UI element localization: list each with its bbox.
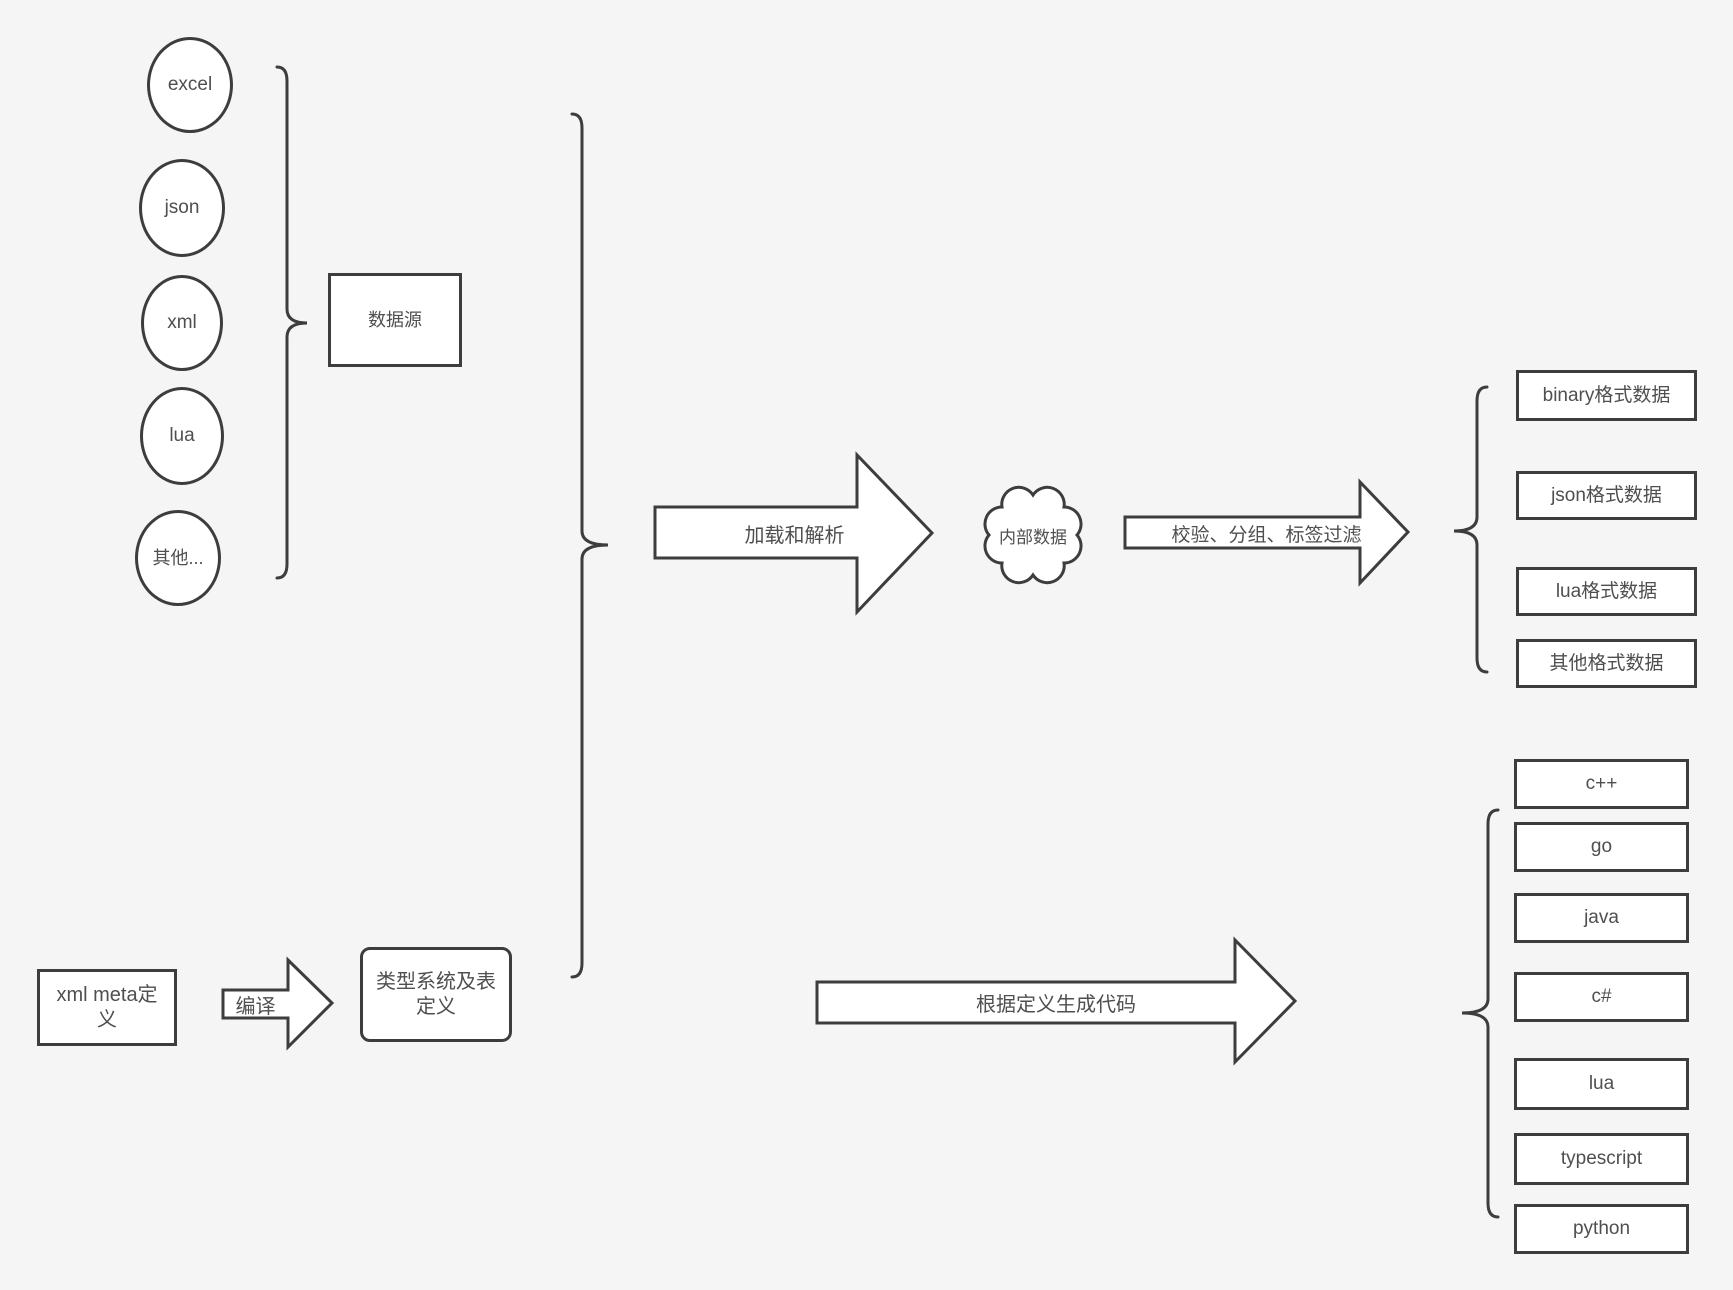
compile-arrow bbox=[221, 956, 335, 1051]
format-box-lua: lua格式数据 bbox=[1516, 567, 1697, 616]
filter-arrow bbox=[1123, 478, 1411, 587]
format-box-json: json格式数据 bbox=[1516, 471, 1697, 520]
source-ellipse-lua: lua bbox=[140, 387, 224, 485]
load-parse-arrow bbox=[653, 451, 935, 616]
internal-data-label: 内部数据 bbox=[999, 527, 1067, 547]
compile-label: 编译 bbox=[235, 995, 276, 1018]
language-box-python: python bbox=[1514, 1204, 1689, 1254]
source-ellipse-other: 其他... bbox=[135, 510, 221, 606]
load-parse-label: 加载和解析 bbox=[744, 524, 845, 547]
codegen-label: 根据定义生成代码 bbox=[976, 993, 1136, 1016]
sources-group-brace bbox=[275, 65, 308, 580]
xml-meta-box: xml meta定义 bbox=[37, 969, 177, 1046]
language-box-java: java bbox=[1514, 893, 1689, 943]
languages-group-brace bbox=[1461, 808, 1500, 1219]
data-source-group-box: 数据源 bbox=[328, 273, 462, 367]
main-input-brace bbox=[570, 112, 609, 979]
source-ellipse-json: json bbox=[139, 159, 225, 257]
language-box-go: go bbox=[1514, 822, 1689, 872]
internal-data-cloud bbox=[983, 485, 1083, 585]
type-system-box: 类型系统及表定义 bbox=[360, 947, 512, 1042]
format-box-other: 其他格式数据 bbox=[1516, 639, 1697, 688]
format-box-binary: binary格式数据 bbox=[1516, 370, 1697, 421]
language-box-csharp: c# bbox=[1514, 972, 1689, 1022]
source-ellipse-xml: xml bbox=[141, 275, 223, 371]
formats-group-brace bbox=[1453, 385, 1489, 674]
source-ellipse-excel: excel bbox=[147, 37, 233, 133]
filter-label: 校验、分组、标签过滤 bbox=[1171, 524, 1362, 546]
language-box-cpp: c++ bbox=[1514, 759, 1689, 809]
codegen-arrow bbox=[815, 936, 1298, 1066]
language-box-typescript: typescript bbox=[1514, 1133, 1689, 1185]
language-box-lua: lua bbox=[1514, 1058, 1689, 1110]
